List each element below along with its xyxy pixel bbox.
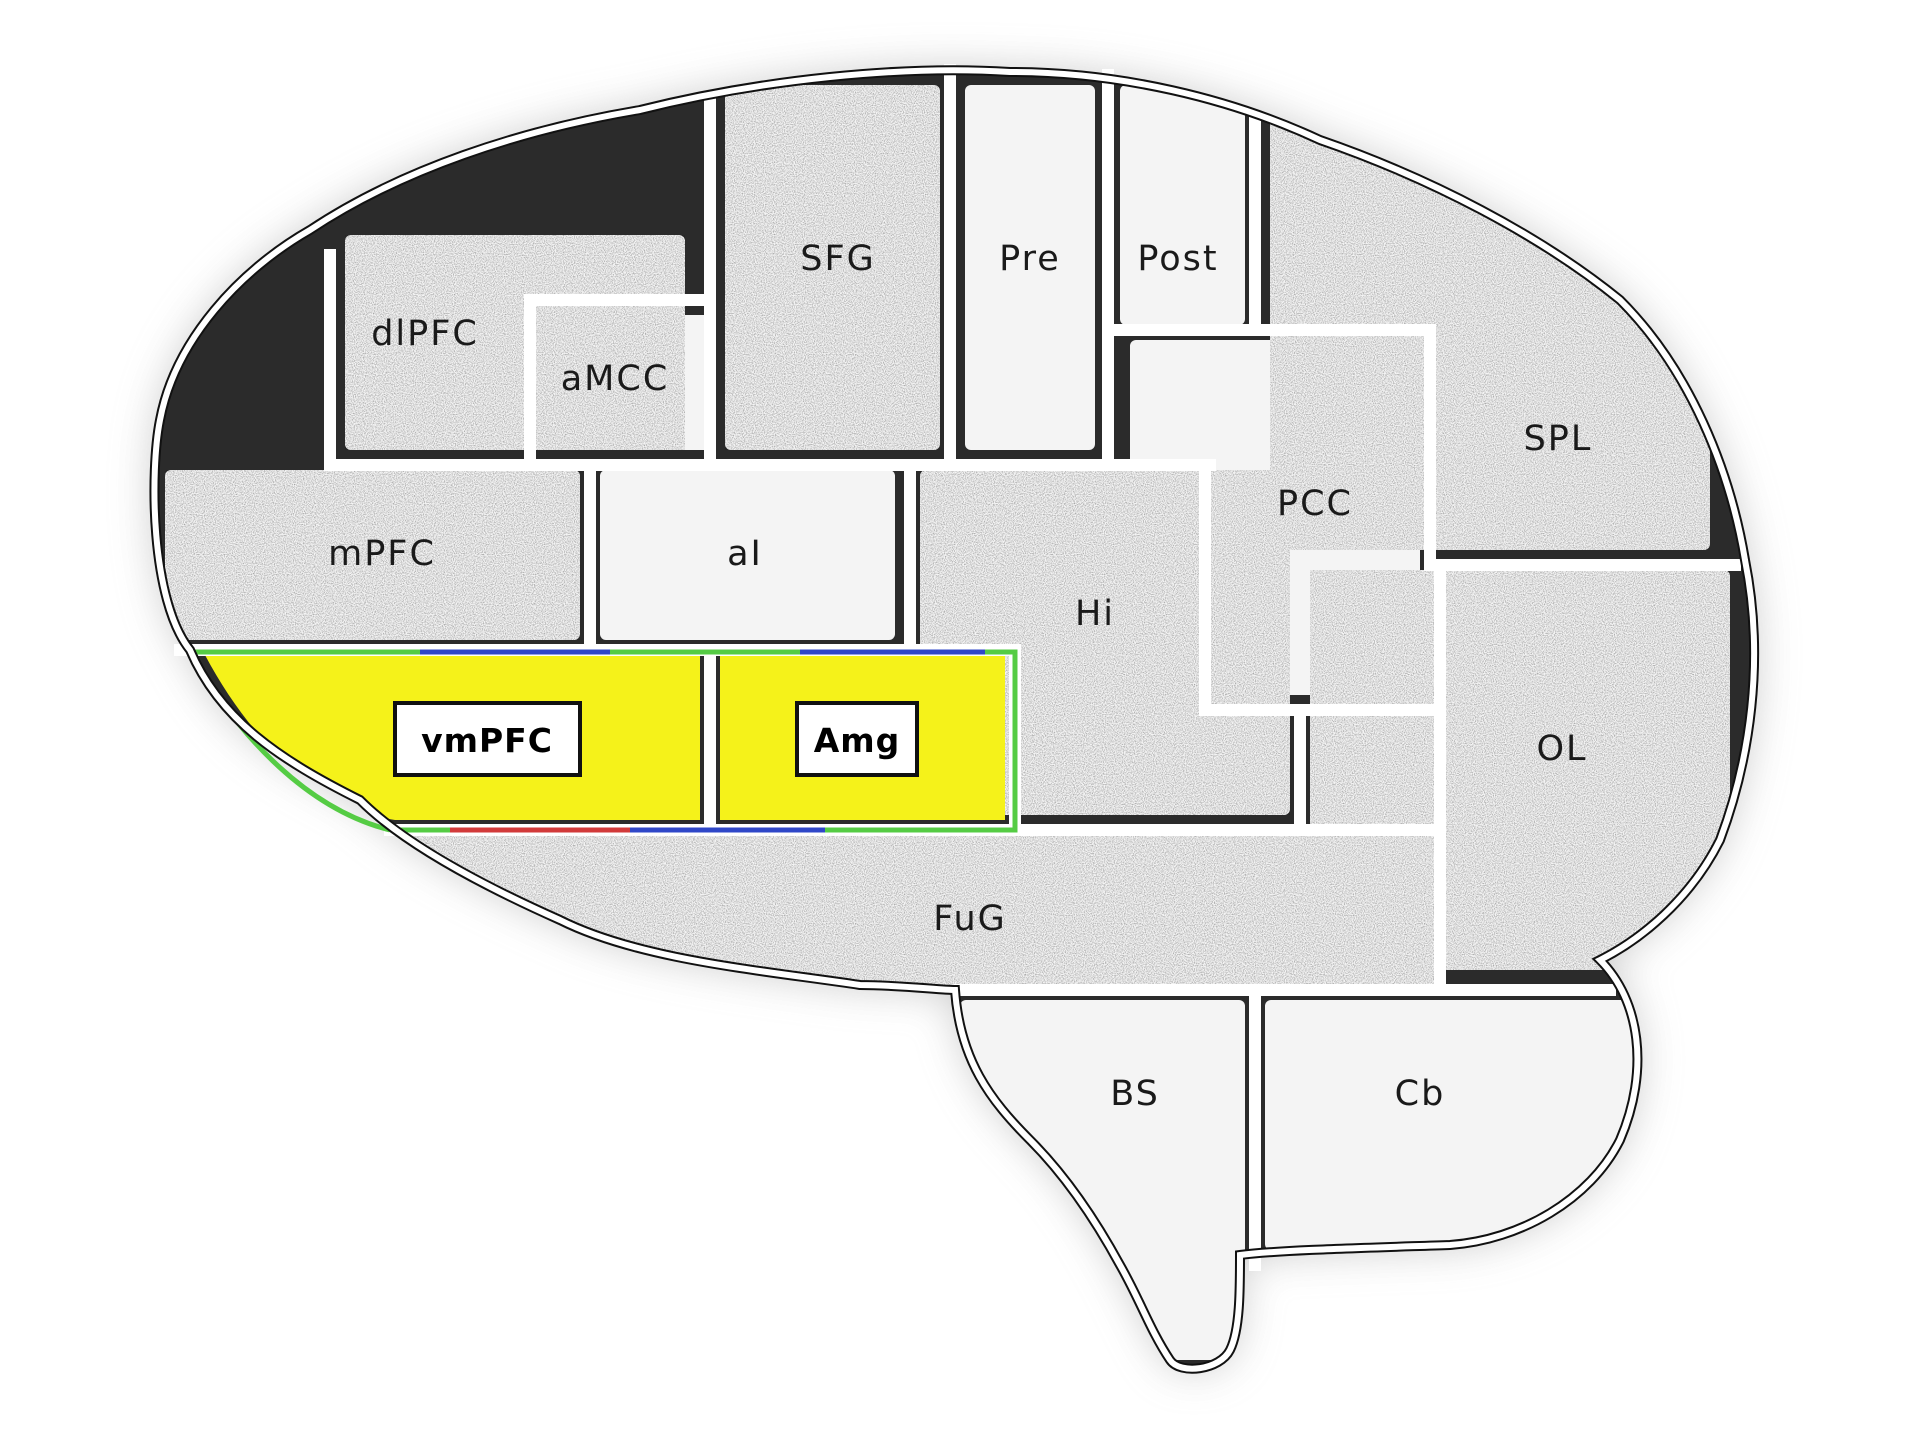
region-label-ai: aI	[727, 534, 763, 574]
region-label-mpfc: mPFC	[328, 534, 436, 574]
region-label-dlpfc: dlPFC	[371, 314, 479, 354]
region-label-sfg: SFG	[800, 239, 875, 279]
region-label-post: Post	[1137, 239, 1218, 279]
region-post-box	[1120, 85, 1245, 325]
region-label-cb: Cb	[1395, 1074, 1446, 1114]
region-bs-box	[960, 1000, 1245, 1360]
region-label-fug: FuG	[933, 899, 1007, 939]
region-label-hi: Hi	[1075, 594, 1115, 634]
region-label-pcc: PCC	[1277, 484, 1353, 524]
region-label-amcc: aMCC	[561, 359, 670, 399]
region-label-pre: Pre	[999, 239, 1061, 279]
region-pre-box	[965, 85, 1095, 450]
region-label-vmpfc: vmPFC	[421, 721, 553, 760]
region-ai-box	[600, 470, 895, 640]
vmpfc-label-box: vmPFC	[393, 701, 582, 777]
region-label-bs: BS	[1110, 1074, 1160, 1114]
region-label-spl: SPL	[1524, 419, 1593, 459]
region-label-amg: Amg	[814, 721, 901, 760]
region-label-ol: OL	[1536, 729, 1587, 769]
region-cb-box	[1265, 1000, 1655, 1250]
amg-label-box: Amg	[795, 701, 919, 777]
